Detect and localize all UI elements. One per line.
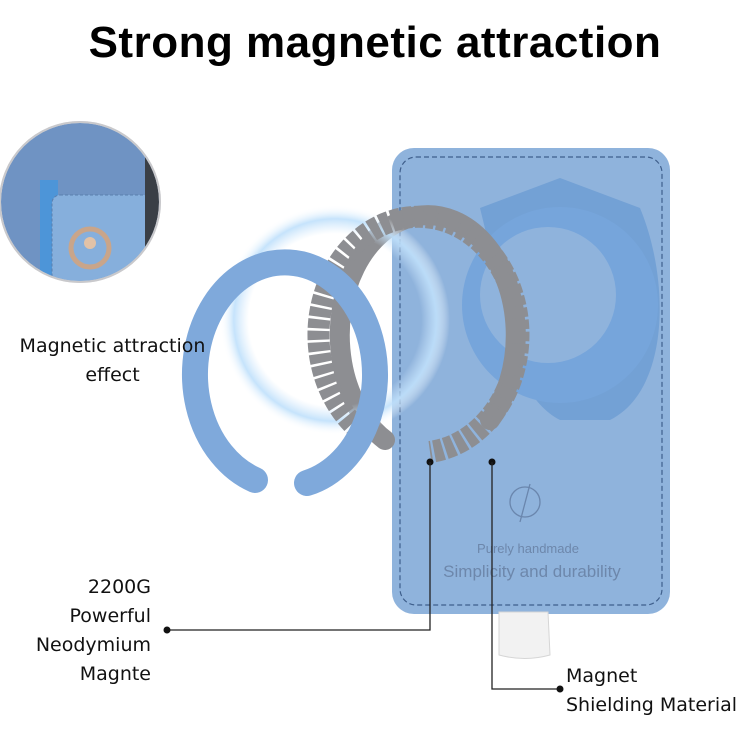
inset-caption-line2: effect [85,364,140,386]
strap [498,611,551,659]
magnet-callout-label: 2200G Powerful Neodymium Magnte [0,573,151,689]
magnet-callout-line2: Powerful [69,605,151,627]
shielding-callout-label: Magnet Shielding Material [566,662,750,720]
inset-magnetic-effect-image [0,121,161,283]
magnet-callout-line3: Neodymium [35,634,151,656]
blue-ring [182,249,388,496]
callout-lines [163,458,564,693]
inset-caption: Magnetic attraction effect [0,332,225,390]
emboss-text-2: Simplicity and durability [443,562,621,581]
shielding-callout-line1: Magnet [566,665,638,687]
emboss-text-1: Purely handmade [477,541,579,556]
page-title: Strong magnetic attraction [88,18,662,67]
shielding-callout-line2: Shielding Material [566,694,738,716]
magnet-callout-line4: Magnte [79,663,151,685]
leather-card: Purely handmade Simplicity and durabilit… [392,148,670,659]
inset-caption-line1: Magnetic attraction [19,335,206,357]
brand-logo-icon [509,483,541,523]
magnet-callout-line1: 2200G [87,576,151,598]
